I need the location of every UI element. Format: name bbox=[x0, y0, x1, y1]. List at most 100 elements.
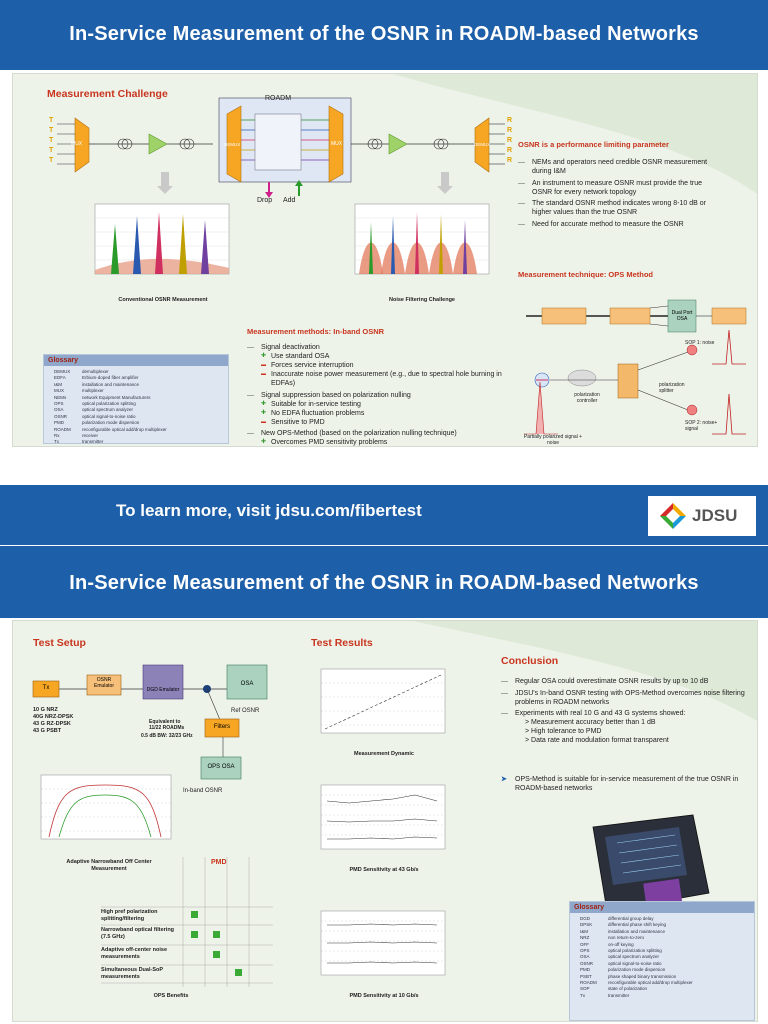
pmd-header: PMD bbox=[211, 859, 227, 866]
top-title-band: In-Service Measurement of the OSNR in RO… bbox=[0, 0, 768, 70]
benefit-row-1: High pref polarization splitting/filteri… bbox=[101, 909, 158, 922]
methods-list: Signal deactivation Use standard OSA For… bbox=[247, 343, 507, 450]
mux-label-roadm: MUX bbox=[331, 141, 343, 147]
ops-osa-box-label: OPS OSA bbox=[207, 764, 235, 770]
rx-labels: R R R R R bbox=[507, 116, 512, 166]
sop2-label: SOP 2: noise+ signal bbox=[685, 420, 718, 432]
ops-technique-heading: Measurement technique: OPS Method bbox=[518, 270, 654, 279]
conclusion-list: Regular OSA could overestimate OSNR resu… bbox=[501, 677, 751, 748]
jdsu-logo-icon bbox=[660, 503, 686, 529]
rate-item: 40G NRZ-DPSK bbox=[33, 714, 74, 720]
learn-more-link[interactable]: To learn more, visit jdsu.com/fibertest bbox=[116, 501, 422, 520]
filters-box-label: Filters bbox=[213, 724, 231, 730]
top-poster-panel: Measurement Challenge bbox=[12, 73, 758, 447]
tx-box-label: Tx bbox=[42, 685, 50, 691]
sub-list: Suitable for in-service testing No EDFA … bbox=[261, 400, 507, 427]
sub-item: > Measurement accuracy better than 1 dB bbox=[525, 719, 656, 726]
measurement-dynamic-plot bbox=[320, 668, 446, 734]
test-setup-diagram bbox=[32, 664, 268, 780]
pmd10-caption: PMD Sensitivity at 10 Gb/s bbox=[349, 993, 419, 999]
decorative-swoosh bbox=[393, 74, 757, 194]
ops-technique-diagram bbox=[524, 299, 747, 435]
rates-list: 10 G NRZ 40G NRZ-DPSK 43 G RZ-DPSK 43 G … bbox=[33, 707, 73, 735]
tx-label: T bbox=[49, 127, 54, 134]
list-item: An instrument to measure OSNR must provi… bbox=[518, 179, 718, 197]
conclusion-final-text: OPS-Method is suitable for in-service me… bbox=[515, 776, 739, 792]
test-results-heading: Test Results bbox=[311, 637, 373, 649]
list-item: Inaccurate noise power measurement (e.g.… bbox=[261, 370, 507, 388]
jdsu-wordmark: JDSU bbox=[692, 506, 738, 525]
list-item: Regular OSA could overestimate OSNR resu… bbox=[501, 677, 751, 686]
conclusion-heading: Conclusion bbox=[501, 655, 559, 667]
sub-list: Overcomes PMD sensitivity problems bbox=[261, 438, 507, 447]
list-item: Signal deactivation Use standard OSA For… bbox=[247, 343, 507, 388]
polarization-controller-label: polarization controller bbox=[574, 392, 600, 404]
rx-label: R bbox=[507, 137, 513, 144]
pmd43-caption: PMD Sensitivity at 43 Gb/s bbox=[349, 867, 419, 873]
list-item: The standard OSNR method indicates wrong… bbox=[518, 199, 718, 217]
conventional-osnr-caption: Conventional OSNR Measurement bbox=[118, 297, 208, 303]
osnr-limit-list: NEMs and operators need credible OSNR me… bbox=[518, 158, 718, 231]
polarization-splitter-label: polarization splitter bbox=[659, 382, 685, 394]
pmd43-plot bbox=[320, 784, 446, 850]
dual-port-osa-label: Dual Port OSA bbox=[671, 310, 693, 322]
conclusion-exp: Experiments with real 10 G and 43 G syst… bbox=[515, 710, 686, 717]
list-item: Forces service interruption bbox=[261, 361, 507, 370]
test-setup-heading: Test Setup bbox=[33, 637, 86, 649]
benefits-table: PMD High pref polarization splitting/fil… bbox=[101, 857, 273, 987]
inband-osnr-label: In-band OSNR bbox=[183, 788, 223, 794]
ref-osnr-label: Ref OSNR bbox=[231, 708, 260, 714]
roadm-network-diagram bbox=[57, 97, 505, 198]
osnr-limit-heading: OSNR is a performance limiting parameter bbox=[518, 140, 669, 149]
rate-item: 43 G PSBT bbox=[33, 728, 62, 734]
rx-label: R bbox=[507, 127, 513, 134]
bottom-title-band: In-Service Measurement of the OSNR in RO… bbox=[0, 545, 768, 618]
decorative-swoosh bbox=[413, 621, 757, 721]
rx-label: R bbox=[507, 157, 513, 164]
tx-label: T bbox=[49, 117, 54, 124]
sub-item: > Data rate and modulation format transp… bbox=[525, 737, 669, 744]
list-item: NEMs and operators need credible OSNR me… bbox=[518, 158, 718, 176]
sub-item: > High tolerance to PMD bbox=[525, 728, 602, 735]
list-item: No EDFA fluctuation problems bbox=[261, 409, 507, 418]
ops-benefits-caption: OPS Benefits bbox=[153, 993, 189, 999]
noise-filtering-caption: Noise Filtering Challenge bbox=[388, 297, 455, 303]
demux-label-right: DEMUX bbox=[474, 142, 491, 147]
sop1-label: SOP 1: noise bbox=[685, 340, 715, 346]
bottom-poster-title: In-Service Measurement of the OSNR in RO… bbox=[69, 572, 699, 594]
tx-label: T bbox=[49, 157, 54, 164]
sub-list: Use standard OSA Forces service interrup… bbox=[261, 352, 507, 388]
chevron-right-icon: ➤ bbox=[501, 776, 507, 783]
bandwidth-spec: 0.5 dB BW: 32/23 GHz bbox=[141, 733, 193, 739]
conventional-osnr-spectrum bbox=[94, 203, 230, 275]
benefits-grid bbox=[101, 857, 273, 987]
noise-filtering-spectrum bbox=[354, 203, 490, 275]
benefit-row-3: Adaptive off-center noise measurements bbox=[101, 947, 168, 960]
rx-label: R bbox=[507, 117, 513, 124]
bottom-poster-panel: Test Setup Test Results Conclusion Tx OS… bbox=[12, 620, 758, 1022]
tx-label: T bbox=[49, 147, 54, 154]
adaptive-caption: Adaptive Narrowband Off Center Measureme… bbox=[66, 859, 152, 872]
jdsu-logo: JDSU bbox=[648, 496, 756, 536]
